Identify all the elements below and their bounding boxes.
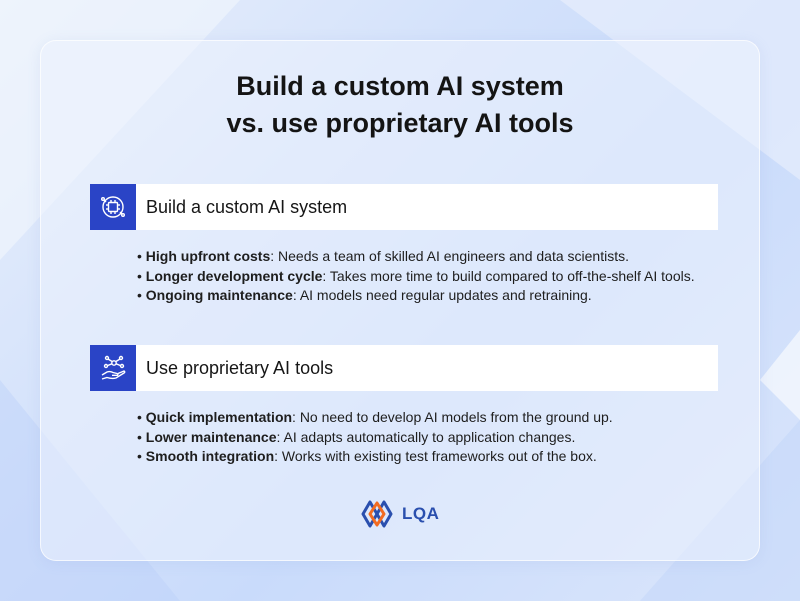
list-item: • Lower maintenance: AI adapts automatic…: [137, 428, 576, 445]
bullet-text: : AI models need regular updates and ret…: [292, 287, 592, 303]
bullet-term: Quick implementation: [145, 409, 293, 425]
list-item: • High upfront costs: Needs a team of sk…: [137, 248, 629, 264]
bullet-text: : AI adapts automatically to application…: [276, 428, 576, 445]
bullet-text: : Needs a team of skilled AI engineers a…: [270, 248, 629, 264]
bullet-text: : Takes more time to build compared to o…: [322, 267, 695, 284]
section-title-proprietary-ai: Use proprietary AI tools: [146, 357, 334, 378]
list-item: • Quick implementation: No need to devel…: [137, 409, 613, 425]
list-item: • Longer development cycle: Takes more t…: [137, 267, 695, 284]
list-item: • Ongoing maintenance: AI models need re…: [137, 287, 592, 303]
bullet-term: Longer development cycle: [145, 267, 323, 284]
hand-network-icon: [90, 345, 136, 391]
section-title-custom-ai: Build a custom AI system: [146, 196, 348, 217]
bullet-list-custom-ai: • High upfront costs: Needs a team of sk…: [137, 247, 727, 306]
section-header-proprietary-ai: Use proprietary AI tools: [90, 345, 718, 391]
lqa-logo: LQA: [360, 498, 439, 530]
bullet-term: Smooth integration: [145, 448, 275, 464]
list-item: • Smooth integration: Works with existin…: [137, 448, 597, 464]
bullet-list-proprietary-ai: • Quick implementation: No need to devel…: [137, 408, 727, 467]
bullet-term: Ongoing maintenance: [145, 287, 293, 303]
page-title: Build a custom AI system vs. use proprie…: [40, 68, 760, 142]
lqa-logo-mark-icon: [361, 500, 393, 528]
bullet-text: : No need to develop AI models from the …: [292, 409, 613, 425]
title-line-2: vs. use proprietary AI tools: [226, 108, 574, 138]
logo-text: LQA: [402, 504, 440, 523]
ai-brain-chip-icon: [90, 184, 136, 230]
title-line-1: Build a custom AI system: [236, 71, 564, 101]
content-card: [40, 40, 760, 561]
section-header-custom-ai: Build a custom AI system: [90, 184, 718, 230]
bullet-term: High upfront costs: [145, 248, 271, 264]
bullet-text: : Works with existing test frameworks ou…: [274, 448, 597, 464]
bullet-term: Lower maintenance: [145, 428, 277, 445]
